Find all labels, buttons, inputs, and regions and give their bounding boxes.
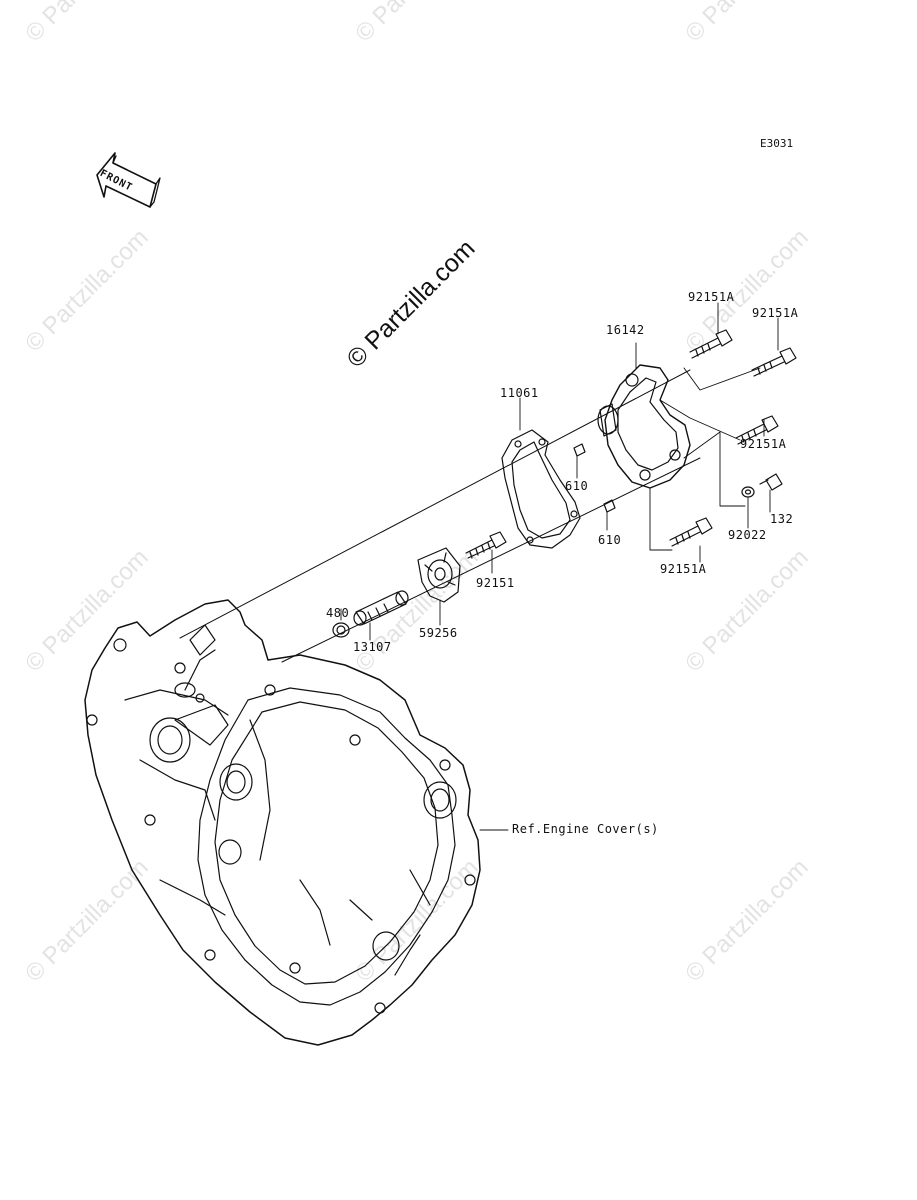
part-label-610[interactable]: 610 — [565, 479, 589, 493]
bolt-92151A — [689, 329, 733, 359]
part-label-92022[interactable]: 92022 — [728, 528, 767, 542]
bolt-92151A — [751, 347, 797, 377]
dowel-pin — [603, 499, 616, 513]
water-pump-cover — [597, 364, 691, 489]
pump-shaft — [332, 590, 409, 638]
bolt-92151A — [669, 517, 713, 547]
bolt-92151 — [465, 531, 507, 559]
part-label-610[interactable]: 610 — [598, 533, 622, 547]
part-label-92151A[interactable]: 92151A — [740, 437, 787, 451]
diagram-id: E3031 — [760, 137, 794, 150]
part-label-132[interactable]: 132 — [770, 512, 794, 526]
bolt-92151A — [735, 415, 779, 445]
washer — [741, 486, 755, 498]
part-label-16142[interactable]: 16142 — [606, 323, 645, 337]
ref-engine-cover-label[interactable]: Ref.Engine Cover(s) — [512, 822, 659, 836]
part-label-92151A[interactable]: 92151A — [660, 562, 707, 576]
bolt-132 — [759, 473, 783, 491]
front-arrow-icon — [96, 152, 161, 208]
part-label-59256[interactable]: 59256 — [419, 626, 458, 640]
part-label-13107[interactable]: 13107 — [353, 640, 392, 654]
part-label-92151[interactable]: 92151 — [476, 576, 515, 590]
engine-cover-outline — [84, 599, 481, 1046]
impeller — [417, 547, 461, 603]
part-label-92151A[interactable]: 92151A — [752, 306, 799, 320]
part-label-480[interactable]: 480 — [326, 606, 350, 620]
gasket — [501, 429, 581, 549]
dowel-pin — [573, 443, 586, 457]
part-label-92151A[interactable]: 92151A — [688, 290, 735, 304]
part-label-11061[interactable]: 11061 — [500, 386, 539, 400]
